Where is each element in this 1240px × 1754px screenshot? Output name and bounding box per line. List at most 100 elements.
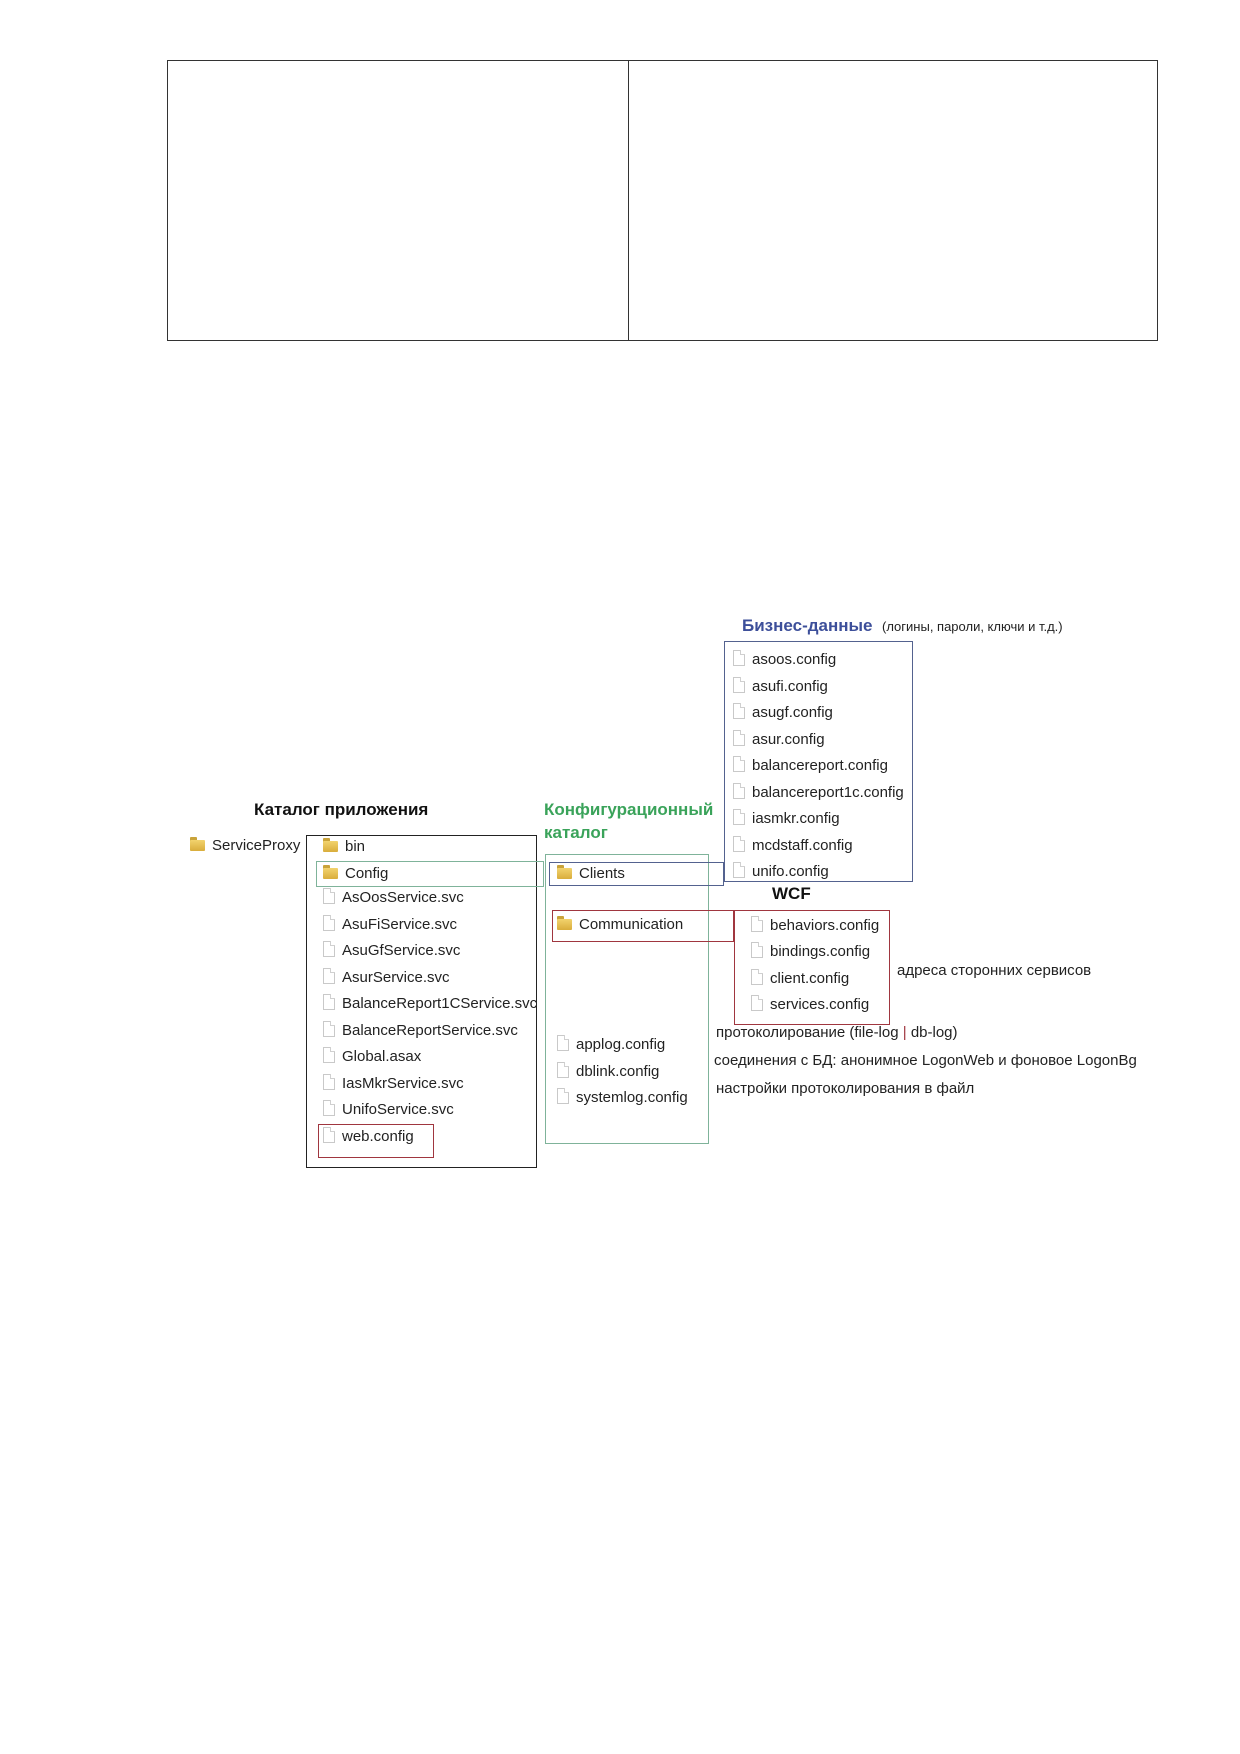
file-icon: [323, 968, 335, 985]
tree-item-label: client.config: [770, 970, 850, 987]
tree-item-asugf-config[interactable]: asugf.config: [733, 701, 833, 725]
file-icon: [323, 994, 335, 1011]
tree-item-mcdstaff-config[interactable]: mcdstaff.config: [733, 834, 853, 858]
wcf-box: [734, 910, 890, 1025]
app-catalog-heading: Каталог приложения: [254, 800, 429, 819]
tree-item-label: Global.asax: [342, 1048, 422, 1065]
file-icon: [323, 1021, 335, 1038]
tree-item-balancereport-config[interactable]: balancereport.config: [733, 754, 888, 778]
file-icon: [751, 942, 763, 959]
file-icon: [323, 1047, 335, 1064]
tree-item-label: BalanceReport1CService.svc: [342, 995, 538, 1012]
tree-item-label: Clients: [579, 865, 625, 882]
tree-item-systemlog-config[interactable]: systemlog.config: [557, 1086, 688, 1110]
tree-item-clients[interactable]: Clients: [557, 862, 625, 886]
tree-item-asufiservice[interactable]: AsuFiService.svc: [323, 913, 457, 937]
web-config-highlight: [318, 1124, 434, 1158]
tree-item-client-config[interactable]: client.config: [751, 967, 849, 991]
tree-item-label: balancereport1c.config: [752, 784, 904, 801]
communication-highlight: [552, 910, 734, 942]
folder-icon: [323, 865, 338, 880]
tree-item-balancereport1c-config[interactable]: balancereport1c.config: [733, 781, 904, 805]
tree-item-asoosservice[interactable]: AsOosService.svc: [323, 886, 464, 910]
tree-item-label: behaviors.config: [770, 917, 880, 934]
tree-item-bin[interactable]: bin: [323, 835, 365, 859]
folder-icon: [323, 838, 338, 853]
tree-item-iasmkrservice[interactable]: IasMkrService.svc: [323, 1072, 464, 1096]
tree-item-asufi-config[interactable]: asufi.config: [733, 675, 828, 699]
tree-item-asurservice[interactable]: AsurService.svc: [323, 966, 450, 990]
tree-item-label: AsuGfService.svc: [342, 942, 461, 959]
file-icon: [751, 969, 763, 986]
business-data-box: [724, 641, 913, 882]
file-icon: [557, 1062, 569, 1079]
file-icon: [733, 730, 745, 747]
file-icon: [733, 677, 745, 694]
tree-item-label: services.config: [770, 996, 870, 1013]
note-applog-separator: |: [902, 1024, 907, 1041]
tree-item-dblink-config[interactable]: dblink.config: [557, 1060, 659, 1084]
tree-item-label: unifo.config: [752, 863, 829, 880]
tree-item-applog-config[interactable]: applog.config: [557, 1033, 665, 1057]
file-icon: [323, 941, 335, 958]
tree-item-asoos-config[interactable]: asoos.config: [733, 648, 836, 672]
app-catalog-box: [306, 835, 537, 1168]
tree-item-label: AsOosService.svc: [342, 889, 464, 906]
business-data-note: (логины, пароли, ключи и т.д.): [882, 619, 1063, 634]
tree-item-label: Config: [345, 865, 389, 882]
tree-item-label: applog.config: [576, 1036, 666, 1053]
file-icon: [733, 862, 745, 879]
file-icon: [557, 1088, 569, 1105]
tree-item-serviceproxy[interactable]: ServiceProxy: [190, 834, 300, 858]
tree-item-bindings-config[interactable]: bindings.config: [751, 940, 870, 964]
tree-item-label: bin: [345, 838, 366, 855]
tree-item-label: asoos.config: [752, 651, 837, 668]
tree-item-label: iasmkr.config: [752, 810, 840, 827]
note-dblink: соединения с БД: анонимное LogonWeb и фо…: [714, 1052, 1137, 1069]
file-icon: [733, 756, 745, 773]
tree-item-web-config[interactable]: web.config: [323, 1125, 414, 1149]
business-data-heading: Бизнес-данные: [742, 616, 873, 635]
file-icon: [557, 1035, 569, 1052]
tree-item-label: AsuFiService.svc: [342, 916, 458, 933]
folder-icon: [190, 837, 205, 852]
tree-item-label: asugf.config: [752, 704, 833, 721]
tree-item-label: ServiceProxy: [212, 837, 301, 854]
tree-item-label: mcdstaff.config: [752, 837, 853, 854]
tree-item-label: bindings.config: [770, 943, 871, 960]
tree-item-label: AsurService.svc: [342, 969, 450, 986]
tree-item-label: Communication: [579, 916, 684, 933]
tree-item-label: systemlog.config: [576, 1089, 688, 1106]
file-icon: [733, 809, 745, 826]
file-icon: [751, 995, 763, 1012]
wcf-heading: WCF: [772, 884, 811, 903]
note-applog-prefix: протоколирование (file-log: [716, 1024, 899, 1041]
tree-item-label: UnifoService.svc: [342, 1101, 454, 1118]
table-divider: [628, 61, 629, 340]
tree-item-label: IasMkrService.svc: [342, 1075, 464, 1092]
note-systemlog: настройки протоколирования в файл: [716, 1080, 975, 1097]
tree-item-asugfservice[interactable]: AsuGfService.svc: [323, 939, 460, 963]
note-client-config: адреса сторонних сервисов: [897, 962, 1092, 979]
tree-item-services-config[interactable]: services.config: [751, 993, 869, 1017]
tree-item-unifo-config[interactable]: unifo.config: [733, 860, 829, 884]
file-icon: [733, 783, 745, 800]
note-applog-suffix: db-log): [910, 1024, 958, 1041]
empty-table: [167, 60, 1158, 341]
tree-item-asur-config[interactable]: asur.config: [733, 728, 825, 752]
file-icon: [751, 916, 763, 933]
tree-item-balancereport1cservice[interactable]: BalanceReport1CService.svc: [323, 992, 537, 1016]
config-catalog-heading-line2: каталог: [544, 823, 608, 842]
tree-item-iasmkr-config[interactable]: iasmkr.config: [733, 807, 840, 831]
tree-item-communication[interactable]: Communication: [557, 913, 683, 937]
tree-item-config[interactable]: Config: [323, 862, 388, 886]
tree-item-balancereportservice[interactable]: BalanceReportService.svc: [323, 1019, 518, 1043]
tree-item-global-asax[interactable]: Global.asax: [323, 1045, 421, 1069]
tree-item-behaviors-config[interactable]: behaviors.config: [751, 914, 879, 938]
note-applog: протоколирование (file-log | db-log): [716, 1024, 958, 1041]
folder-icon: [557, 865, 572, 880]
config-catalog-box: [545, 854, 709, 1144]
file-icon: [323, 1074, 335, 1091]
tree-item-label: asur.config: [752, 731, 825, 748]
tree-item-unifoservice[interactable]: UnifoService.svc: [323, 1098, 454, 1122]
